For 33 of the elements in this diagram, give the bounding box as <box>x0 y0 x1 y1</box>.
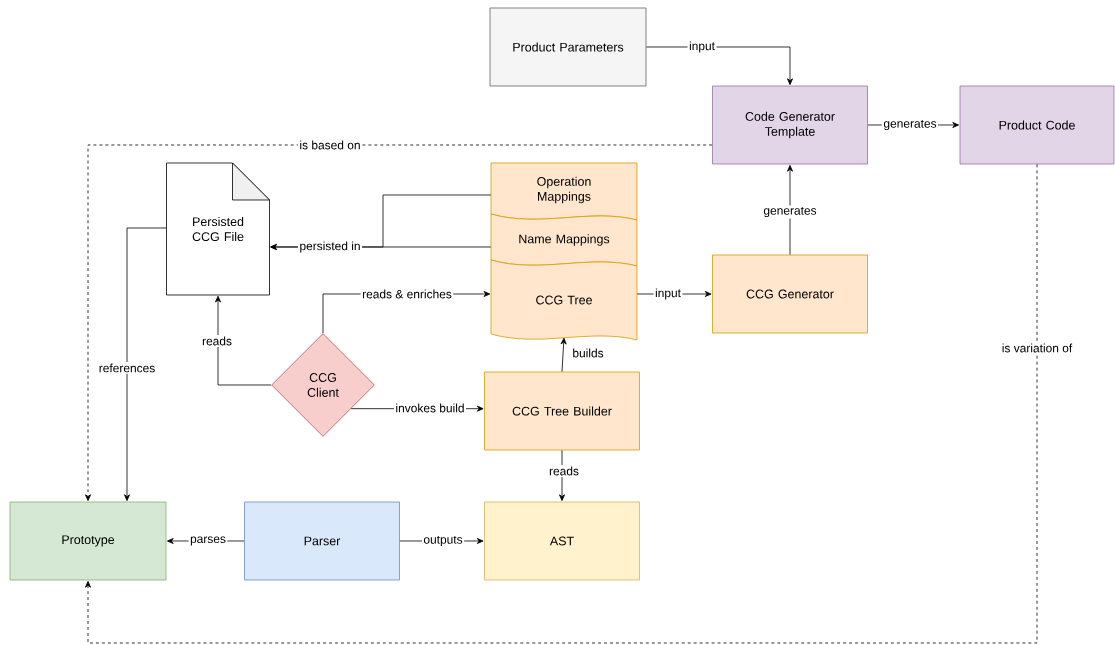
process-box: Parser <box>244 501 400 581</box>
arrow <box>85 144 713 501</box>
edge-label: builds <box>570 347 606 359</box>
stack-section: CCG Tree <box>490 259 638 341</box>
edge-label: persisted in <box>297 239 363 255</box>
process-box: AST <box>484 501 640 581</box>
arrow <box>646 46 793 85</box>
arrow <box>215 295 272 386</box>
arrow <box>85 164 1038 644</box>
edge-label: parses <box>188 535 228 547</box>
arrow <box>124 227 167 501</box>
edge-label: is based on <box>297 139 363 151</box>
arrow <box>560 337 567 372</box>
edge-label: is variation of <box>1000 342 1074 354</box>
stack-section: Operation Mappings <box>490 162 638 221</box>
process-box: Code Generator Template <box>712 85 868 165</box>
edge-label: input <box>687 39 717 55</box>
edge-label: generates <box>761 205 819 219</box>
edge-label: input <box>653 286 683 302</box>
edge-label: references <box>97 362 157 374</box>
edge-label: outputs <box>421 534 465 548</box>
edge-label: invokes build <box>393 402 467 414</box>
process-box: CCG Generator <box>712 254 868 334</box>
arrow <box>559 450 565 501</box>
edge-label: reads & enriches <box>360 288 454 300</box>
process-box: CCG Tree Builder <box>484 371 640 451</box>
edge-label: generates <box>881 118 939 132</box>
process-box: Product Code <box>959 85 1115 165</box>
process-box: Prototype <box>9 501 167 581</box>
process-box: Product Parameters <box>489 7 647 87</box>
arrow <box>787 165 793 255</box>
edge-label: reads <box>547 465 581 477</box>
edge-label: reads <box>200 335 234 347</box>
